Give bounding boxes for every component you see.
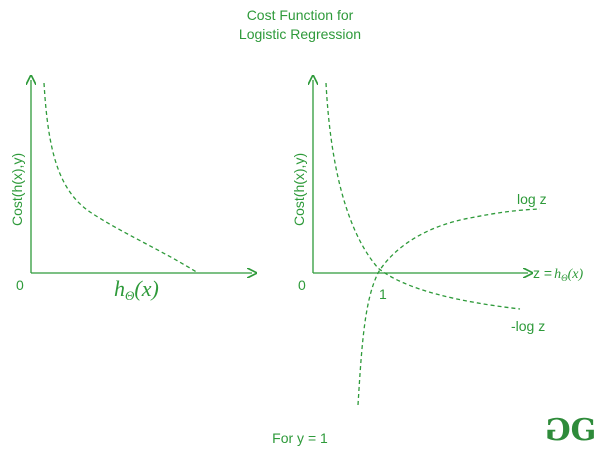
right-x-prefix: z = [533,265,552,281]
right-origin-label: 0 [298,277,306,293]
left-origin-label: 0 [16,277,24,293]
left-plot: Cost(h(x),y) 0 hΘ(x) [9,80,252,303]
right-neg-log-curve [325,82,521,310]
left-y-axis-label: Cost(h(x),y) [9,153,25,226]
right-x-theta: Θ [561,273,568,283]
gfg-logo: GG [552,413,596,448]
right-tick-one-label: 1 [379,286,387,302]
neg-log-z-label: -log z [511,318,545,334]
right-x-axis-label: z =hΘ(x) [533,265,583,283]
right-x-arg: (x) [568,267,584,282]
title-line-2: Logistic Regression [238,26,362,42]
right-log-curve [357,208,541,406]
left-x-theta: Θ [125,288,135,303]
left-x-arg: (x) [134,276,158,301]
left-neg-log-curve [43,82,199,274]
right-plot: Cost(h(x),y) 0 1 log z -log z z =hΘ(x) [291,80,583,406]
left-x-h: h [114,276,125,301]
gfg-logo-left: G [552,413,571,448]
gfg-logo-right: G [570,413,596,448]
title-line-1: Cost Function for [246,7,354,23]
right-y-axis-label: Cost(h(x),y) [291,153,307,226]
diagram-title: Cost Function for Logistic Regression [0,6,600,44]
left-x-axis-label: hΘ(x) [114,276,159,303]
log-z-label: log z [517,191,547,207]
footer-condition: For y = 1 [272,430,328,446]
right-x-h: h [554,267,561,282]
